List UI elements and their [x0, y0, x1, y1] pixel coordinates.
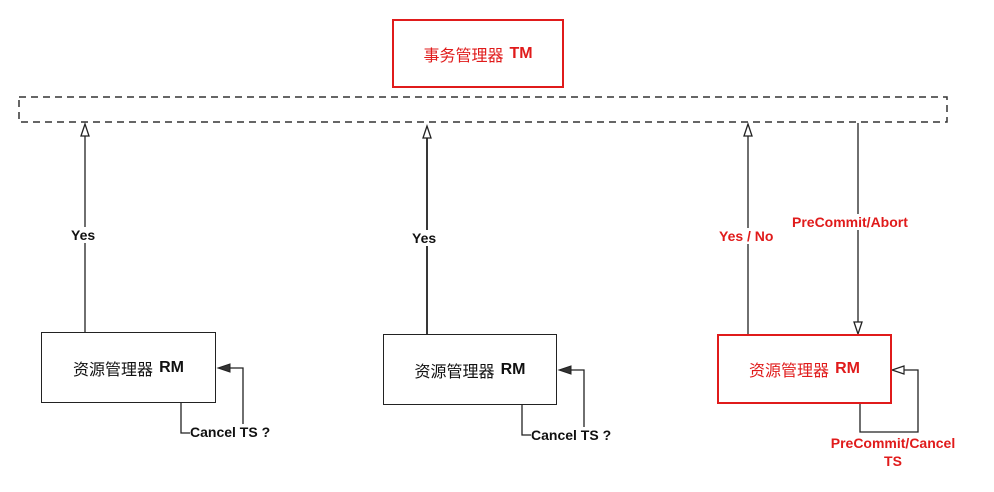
rm1-label-code: RM	[159, 358, 184, 376]
message-bus	[18, 96, 948, 123]
rm1-self-label: Cancel TS ?	[190, 424, 271, 440]
rm3-self-loop-arrowhead	[890, 365, 905, 375]
precommit-arrowhead	[853, 321, 863, 337]
rm3-vote-arrowhead	[743, 121, 753, 137]
rm2-label-code: RM	[500, 360, 526, 378]
rm3-vote-label: Yes / No	[719, 228, 774, 244]
rm2-box: 资源管理器 RM	[383, 334, 557, 405]
rm1-vote-label: Yes	[71, 227, 96, 243]
rm3-label-cn: 资源管理器	[749, 361, 830, 380]
rm3-self-label: PreCommit/Cancel TS	[818, 434, 968, 470]
rm2-self-label: Cancel TS ?	[531, 427, 612, 443]
rm1-self-loop-arrowhead	[216, 363, 231, 373]
rm2-vote-arrowhead	[422, 123, 432, 139]
rm2-self-loop-arrowhead	[557, 365, 572, 375]
tm-label-code: TM	[509, 44, 533, 62]
rm3-label-code: RM	[835, 360, 860, 377]
tm-box: 事务管理器 TM	[392, 19, 564, 88]
rm3-box: 资源管理器 RM	[717, 334, 892, 404]
rm3-self-label-line1: PreCommit/Cancel	[830, 435, 956, 451]
rm1-label-cn: 资源管理器	[73, 359, 154, 379]
rm2-label-cn: 资源管理器	[414, 361, 495, 381]
rm1-box: 资源管理器 RM	[41, 332, 216, 403]
rm1-vote-arrowhead	[80, 121, 90, 137]
tm-label-cn: 事务管理器	[423, 45, 504, 65]
rm3-self-loop	[859, 369, 919, 433]
rm2-vote-label: Yes	[412, 230, 437, 246]
rm3-self-label-line2: TS	[884, 453, 902, 469]
precommit-abort-label: PreCommit/Abort	[792, 214, 908, 230]
